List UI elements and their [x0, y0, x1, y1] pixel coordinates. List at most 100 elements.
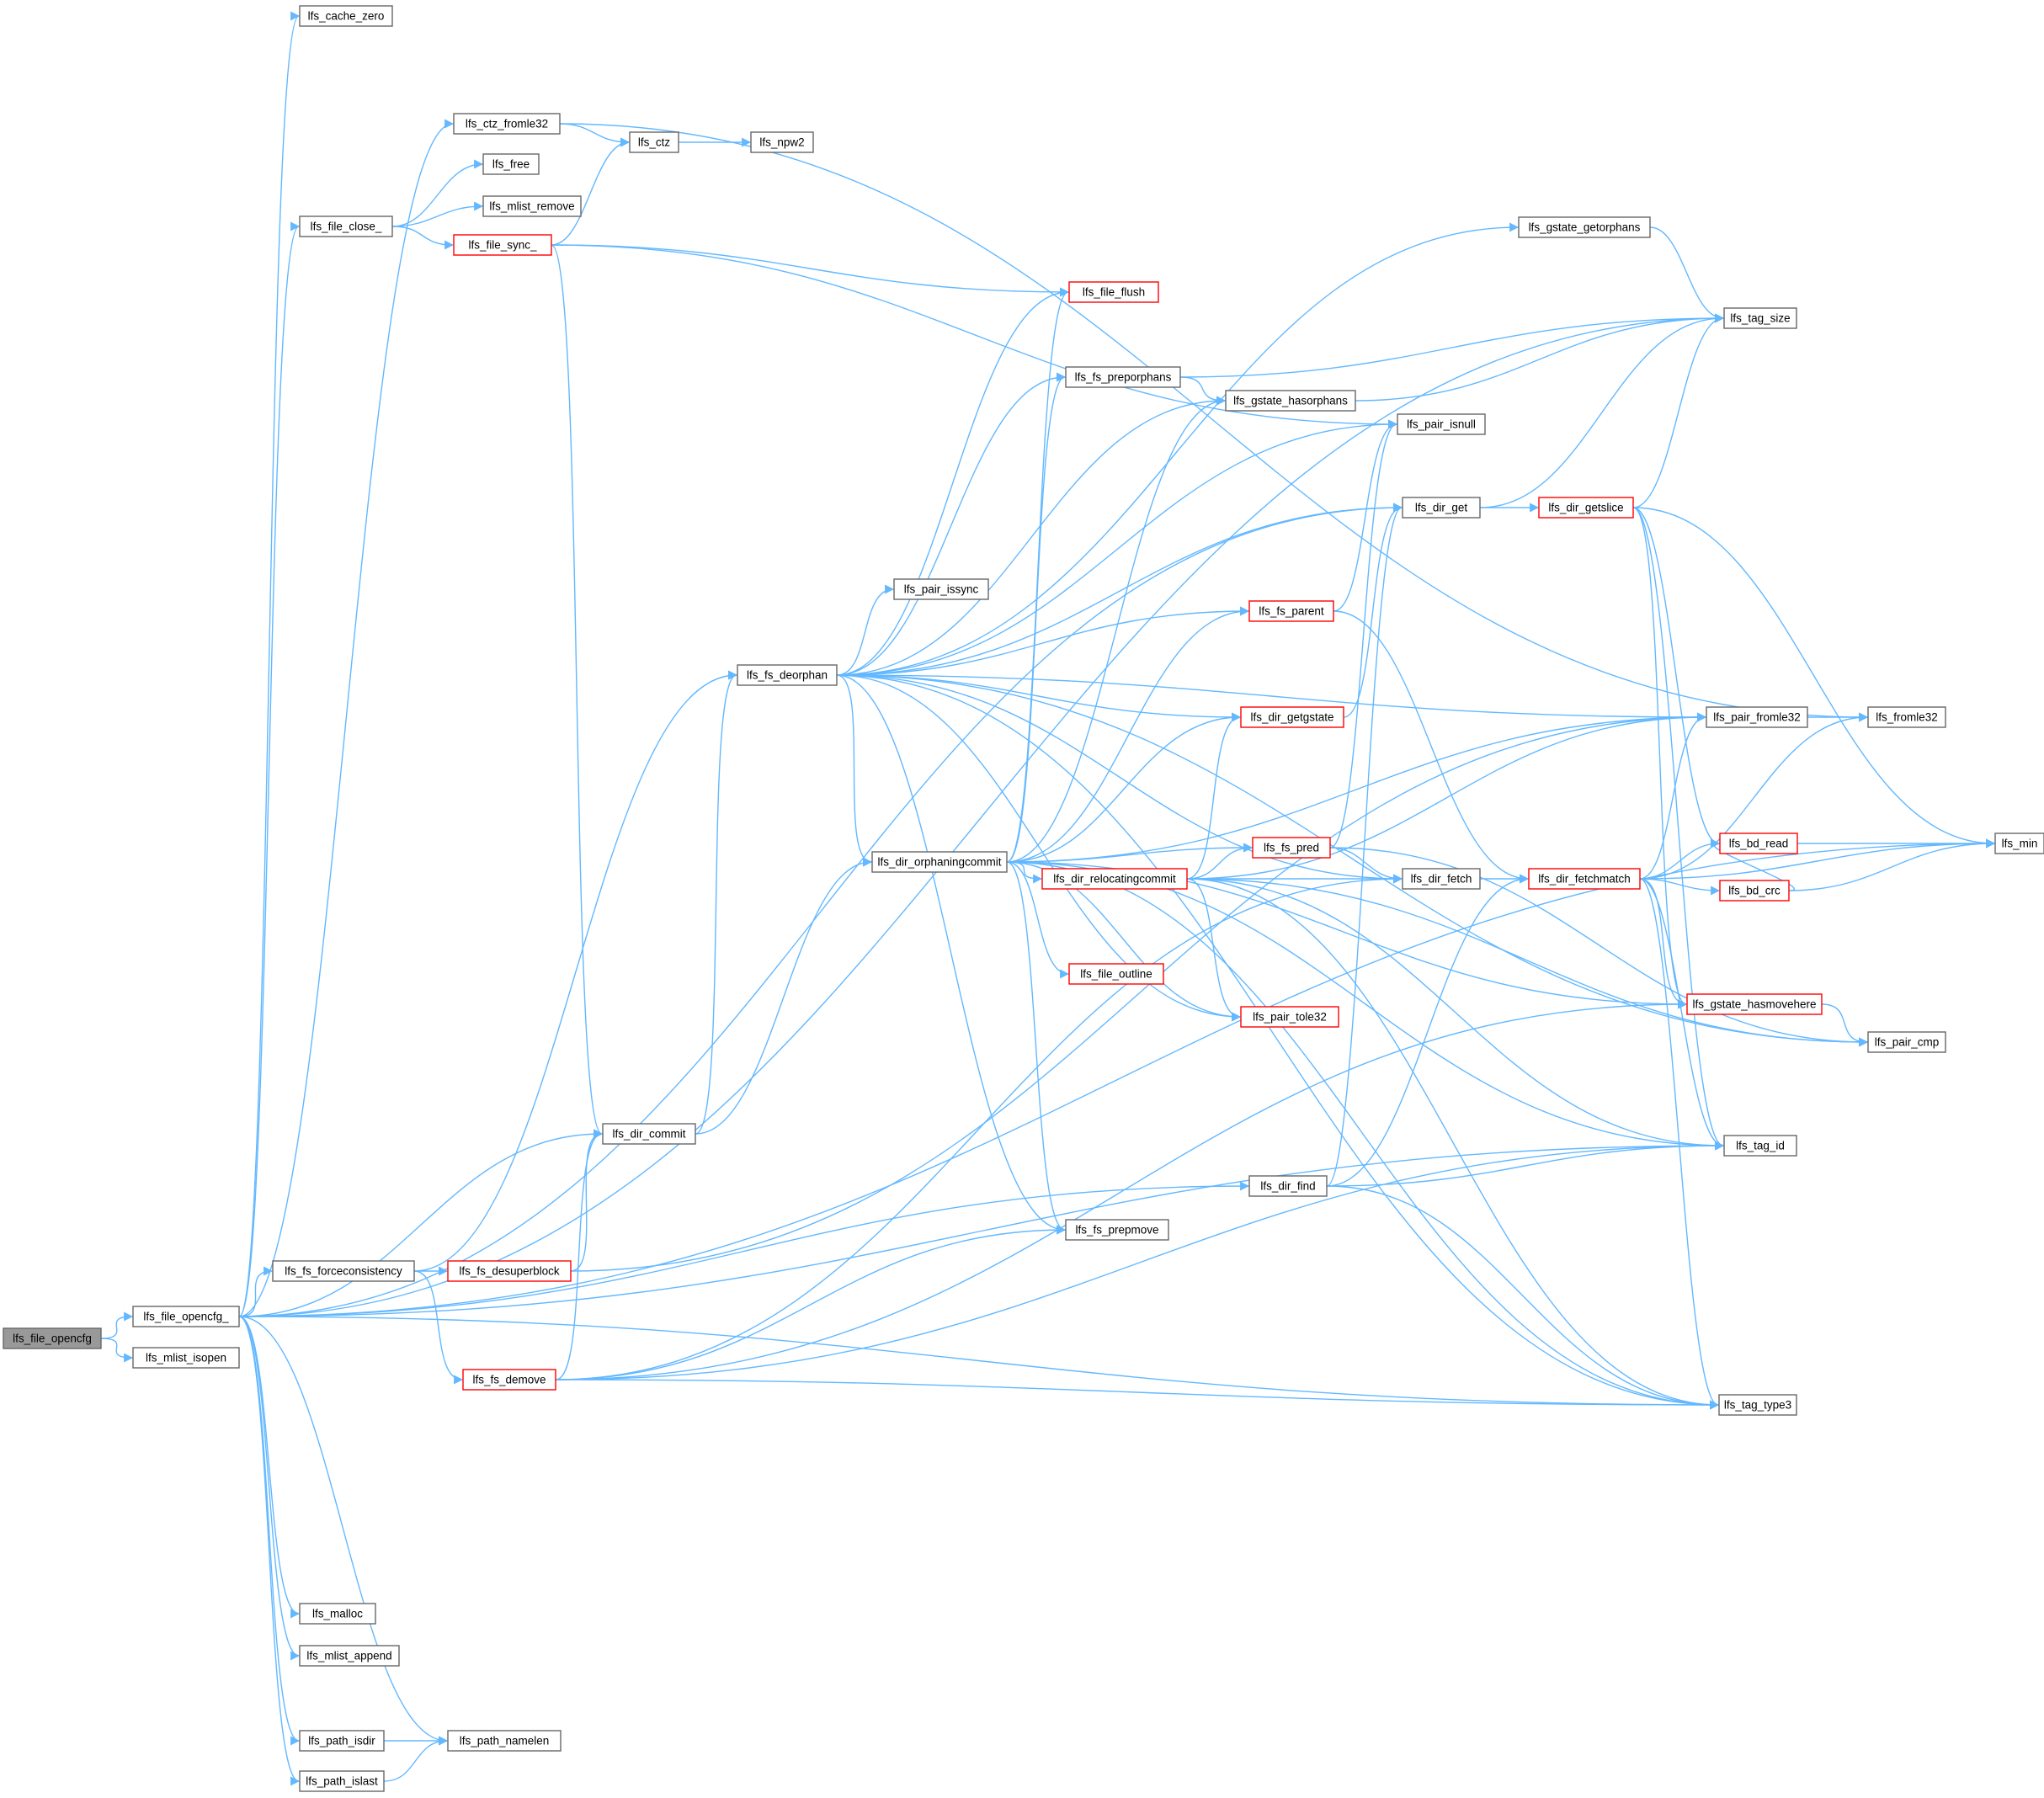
node-lfs-fs-demove[interactable]: lfs_fs_demove: [462, 1369, 556, 1391]
node-lfs-free[interactable]: lfs_free: [482, 153, 540, 175]
node-lfs-pair-cmp[interactable]: lfs_pair_cmp: [1867, 1031, 1946, 1053]
node-box: [1867, 706, 1946, 728]
node-lfs-mlist-isopen[interactable]: lfs_mlist_isopen: [132, 1347, 240, 1369]
node-lfs-file-opencfg-internal[interactable]: lfs_file_opencfg_: [132, 1306, 240, 1327]
node-box: [299, 215, 393, 237]
edge-opencfg_-to-path_isdir: [238, 1316, 301, 1746]
node-lfs-bd-read[interactable]: lfs_bd_read: [1719, 833, 1798, 854]
node-label: lfs_fs_deorphan: [747, 669, 828, 682]
node-lfs-tag-size[interactable]: lfs_tag_size: [1723, 307, 1797, 329]
node-label: lfs_npw2: [759, 136, 804, 149]
edge-ctz_fromle32-to-ctz: [559, 123, 631, 147]
node-box: [1718, 1394, 1797, 1416]
edge-file_close_-to-file_sync_: [391, 226, 455, 250]
edge-fs_deorphan-to-dir_orphaningcommit: [836, 674, 873, 867]
node-lfs-fs-preporphans[interactable]: lfs_fs_preporphans: [1065, 366, 1181, 388]
node-label: lfs_ctz: [638, 136, 671, 149]
node-label: lfs_pair_fromle32: [1713, 711, 1801, 724]
node-label: lfs_fs_preporphans: [1075, 371, 1172, 384]
node-label: lfs_dir_fetchmatch: [1538, 873, 1631, 886]
node-box: [1402, 497, 1481, 519]
edge-fs_parent-to-dir_fetchmatch: [1333, 610, 1530, 884]
node-lfs-fs-deorphan[interactable]: lfs_fs_deorphan: [737, 664, 838, 686]
node-box: [1706, 706, 1808, 728]
node-lfs-fs-pred[interactable]: lfs_fs_pred: [1252, 837, 1331, 859]
edge-opencfg_-to-fs_forceconsistency: [238, 1266, 274, 1317]
edge-fs_demove-to-tag_type3: [555, 1379, 1720, 1410]
node-lfs-path-isdir[interactable]: lfs_path_isdir: [299, 1730, 385, 1752]
node-lfs-dir-get[interactable]: lfs_dir_get: [1402, 497, 1481, 519]
node-lfs-fs-parent[interactable]: lfs_fs_parent: [1248, 600, 1334, 622]
edge-opencfg-to-opencfg_: [100, 1311, 134, 1339]
node-lfs-pair-issync[interactable]: lfs_pair_issync: [893, 578, 989, 600]
node-lfs-file-flush[interactable]: lfs_file_flush: [1068, 281, 1159, 303]
node-lfs-ctz[interactable]: lfs_ctz: [629, 131, 679, 153]
node-lfs-gstate-hasorphans[interactable]: lfs_gstate_hasorphans: [1225, 390, 1356, 412]
edge-dir_relocatingcommit-to-dir_getgstate: [1186, 712, 1242, 880]
node-lfs-dir-find[interactable]: lfs_dir_find: [1248, 1175, 1328, 1197]
node-lfs-path-namelen[interactable]: lfs_path_namelen: [447, 1730, 562, 1752]
node-label: lfs_path_isdir: [308, 1735, 375, 1747]
node-lfs-file-sync-internal[interactable]: lfs_file_sync_: [453, 234, 552, 256]
node-lfs-file-close-internal[interactable]: lfs_file_close_: [299, 215, 393, 237]
node-lfs-path-islast[interactable]: lfs_path_islast: [299, 1770, 385, 1792]
node-lfs-dir-relocatingcommit[interactable]: lfs_dir_relocatingcommit: [1041, 868, 1188, 890]
node-lfs-fs-prepmove[interactable]: lfs_fs_prepmove: [1065, 1219, 1169, 1241]
node-lfs-tag-id[interactable]: lfs_tag_id: [1723, 1135, 1797, 1157]
node-lfs-dir-orphaningcommit[interactable]: lfs_dir_orphaningcommit: [871, 851, 1008, 873]
node-lfs-dir-getslice[interactable]: lfs_dir_getslice: [1538, 497, 1634, 519]
node-lfs-fs-desuperblock[interactable]: lfs_fs_desuperblock: [447, 1260, 572, 1282]
node-lfs-pair-fromle32[interactable]: lfs_pair_fromle32: [1706, 706, 1808, 728]
node-lfs-gstate-getorphans[interactable]: lfs_gstate_getorphans: [1518, 216, 1651, 238]
node-label: lfs_fs_prepmove: [1075, 1224, 1158, 1237]
node-label: lfs_file_flush: [1083, 286, 1145, 299]
node-label: lfs_min: [2002, 838, 2038, 850]
node-box: [1068, 281, 1159, 303]
node-box: [3, 1327, 102, 1349]
node-label: lfs_file_close_: [311, 221, 382, 233]
node-lfs-dir-fetchmatch[interactable]: lfs_dir_fetchmatch: [1528, 868, 1641, 890]
node-lfs-gstate-hasmovehere[interactable]: lfs_gstate_hasmovehere: [1686, 993, 1823, 1015]
node-label: lfs_file_opencfg: [13, 1333, 92, 1345]
edge-gstate_hasorphans-to-tag_size: [1355, 313, 1725, 402]
node-box: [750, 131, 814, 153]
node-lfs-dir-commit[interactable]: lfs_dir_commit: [602, 1123, 696, 1145]
node-lfs-mlist-append[interactable]: lfs_mlist_append: [299, 1645, 400, 1667]
node-label: lfs_pair_issync: [904, 583, 979, 596]
node-lfs-mlist-remove[interactable]: lfs_mlist_remove: [482, 195, 582, 217]
node-lfs-dir-fetch[interactable]: lfs_dir_fetch: [1402, 868, 1481, 890]
edge-dir_getslice-to-gstate_hasmovehere: [1632, 507, 1688, 1009]
edge-dir_fetchmatch-to-fromle32: [1639, 712, 1869, 880]
edge-dir_fetchmatch-to-gstate_hasmovehere: [1639, 878, 1688, 1009]
node-lfs-bd-crc[interactable]: lfs_bd_crc: [1719, 880, 1790, 902]
node-label: lfs_pair_tole32: [1253, 1011, 1327, 1024]
node-box: [1518, 216, 1651, 238]
edge-opencfg_-to-dir_commit: [238, 1129, 604, 1317]
node-box: [299, 1730, 385, 1752]
node-lfs-min[interactable]: lfs_min: [1994, 833, 2044, 854]
node-lfs-malloc[interactable]: lfs_malloc: [299, 1603, 376, 1625]
node-label: lfs_dir_getgstate: [1250, 711, 1333, 724]
node-box: [1041, 868, 1188, 890]
edge-dir_fetchmatch-to-min: [1639, 838, 1996, 880]
edge-fs_pred-to-pair_cmp: [1329, 847, 1869, 1047]
node-lfs-file-opencfg[interactable]: lfs_file_opencfg: [3, 1327, 102, 1349]
node-lfs-cache-zero[interactable]: lfs_cache_zero: [299, 5, 393, 27]
edge-path_islast-to-path_namelen: [383, 1736, 449, 1782]
node-lfs-dir-getgstate[interactable]: lfs_dir_getgstate: [1240, 706, 1344, 728]
node-lfs-tag-type3[interactable]: lfs_tag_type3: [1718, 1394, 1797, 1416]
node-lfs-npw2[interactable]: lfs_npw2: [750, 131, 814, 153]
node-label: lfs_bd_crc: [1728, 885, 1781, 897]
node-lfs-ctz-fromle32[interactable]: lfs_ctz_fromle32: [453, 113, 561, 135]
node-lfs-pair-tole32[interactable]: lfs_pair_tole32: [1240, 1006, 1339, 1028]
node-lfs-fromle32[interactable]: lfs_fromle32: [1867, 706, 1946, 728]
node-label: lfs_tag_type3: [1724, 1399, 1791, 1412]
node-lfs-fs-forceconsistency[interactable]: lfs_fs_forceconsistency: [272, 1260, 415, 1282]
edge-fs_demove-to-dir_commit: [555, 1129, 604, 1380]
node-box: [482, 195, 582, 217]
node-label: lfs_fs_pred: [1264, 842, 1319, 854]
node-box: [1225, 390, 1356, 412]
node-lfs-file-outline[interactable]: lfs_file_outline: [1068, 963, 1164, 985]
edge-dir_fetchmatch-to-bd_crc: [1639, 878, 1721, 896]
node-lfs-pair-isnull[interactable]: lfs_pair_isnull: [1397, 413, 1486, 435]
